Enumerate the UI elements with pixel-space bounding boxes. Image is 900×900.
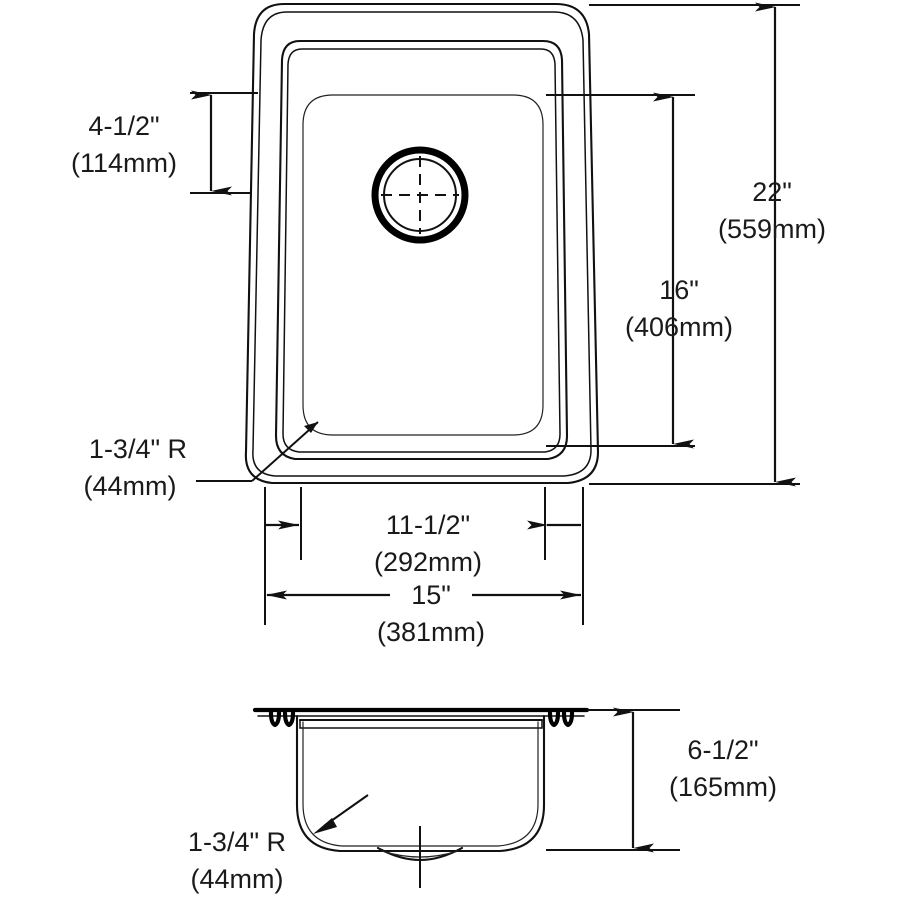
dimension-overall-length: 22" (559mm): [589, 2, 826, 487]
top-view-dimensions: 4-1/2" (114mm) 16" (406mm) 22" (559mm): [71, 2, 826, 647]
callout-corner-radius-section: 1-3/4" R (44mm): [188, 794, 369, 894]
callout-label-corner-radius-top-metric: (44mm): [84, 471, 177, 501]
sink-rim-inner: [252, 11, 592, 477]
callout-corner-radius-top: 1-3/4" R (44mm): [84, 421, 319, 501]
dimension-bowl-width: 11-1/2" (292mm): [265, 487, 581, 577]
sink-bowl-flange-inner: [282, 48, 561, 453]
drain-hole: [371, 146, 469, 244]
sink-bowl-bottom: [302, 94, 544, 436]
dimension-label-overall-width-metric: (381mm): [377, 617, 485, 647]
dimension-label-overall-length-metric: (559mm): [718, 214, 826, 244]
dimension-bowl-depth: 6-1/2" (165mm): [546, 707, 777, 853]
dimension-label-bowl-depth-imperial: 6-1/2": [687, 735, 758, 765]
dimension-label-bowl-height-metric: (406mm): [625, 312, 733, 342]
callout-label-corner-radius-top-imperial: 1-3/4" R: [89, 434, 187, 464]
sink-rim-outer: [244, 2, 600, 485]
dimension-label-rim-to-bowl-top-metric: (114mm): [71, 148, 177, 178]
dimension-label-bowl-height-imperial: 16": [659, 275, 699, 305]
dimension-label-rim-to-bowl-top-imperial: 4-1/2": [88, 111, 159, 141]
dimension-bowl-height: 16" (406mm): [546, 92, 733, 449]
dimension-label-overall-width-imperial: 15": [411, 580, 451, 610]
top-view-group: [244, 2, 600, 485]
section-view-dimensions: 6-1/2" (165mm) 1-3/4" R (44mm): [188, 707, 777, 894]
section-view-group: [252, 707, 590, 888]
callout-label-corner-radius-section-metric: (44mm): [191, 864, 284, 894]
dimension-rim-to-bowl-top: 4-1/2" (114mm): [71, 90, 258, 196]
callout-label-corner-radius-section-imperial: 1-3/4" R: [188, 827, 286, 857]
mounting-clip-right: [547, 710, 575, 728]
dimension-overall-width: 15" (381mm): [264, 487, 584, 647]
dimension-label-bowl-depth-metric: (165mm): [669, 772, 777, 802]
mounting-clip-left: [268, 710, 296, 728]
dimension-label-overall-length-imperial: 22": [752, 177, 792, 207]
dimension-label-bowl-width-metric: (292mm): [374, 547, 482, 577]
sink-bowl-flange: [274, 39, 569, 461]
dimension-label-bowl-width-imperial: 11-1/2": [386, 510, 470, 540]
